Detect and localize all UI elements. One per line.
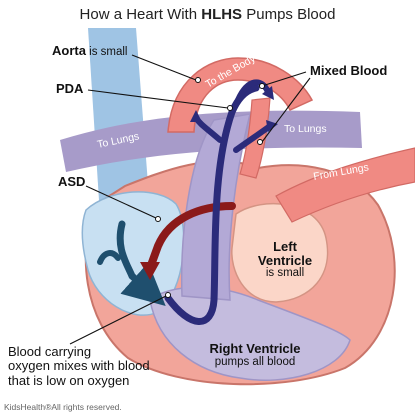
oxygen-poor-flow-2: [97, 250, 121, 265]
oxygen-rich-flow: [146, 202, 236, 272]
blood-note-callout: Blood carrying oxygen mixes with blood t…: [8, 344, 150, 388]
mixed-arrowhead-right: [266, 120, 278, 132]
right-ventricle-note: pumps all blood: [214, 355, 296, 368]
blood-note-line-1: Blood carrying: [8, 344, 92, 359]
title-suffix: Pumps Blood: [242, 6, 336, 23]
left-ventricle-line-1: Left: [273, 239, 297, 254]
left-ventricle-note: is small: [265, 267, 305, 280]
asd-pin: [155, 216, 161, 222]
mixed-blood-callout: Mixed Blood: [310, 63, 388, 78]
mixed-blood-leader-1: [261, 71, 307, 87]
title-emphasis: HLHS: [201, 6, 243, 23]
mixed-blood-to-body: [235, 79, 271, 103]
right-ventricle-label: Right Ventricle pumps all blood: [196, 342, 314, 368]
asd-callout: ASD: [58, 174, 86, 189]
blood-note-line-3: that is low on oxygen: [8, 372, 130, 388]
mixed-arrowhead-left: [190, 110, 202, 122]
credit-line: KidsHealth®All rights reserved.: [4, 402, 122, 413]
pda-pin: [227, 105, 233, 111]
left-ventricle-label: Left Ventricle is small: [254, 240, 316, 279]
mixed-blood-leader-2: [261, 77, 311, 143]
pda-callout: PDA: [56, 81, 84, 96]
mixed-arrowhead-body: [262, 86, 274, 100]
title-prefix: How a Heart With: [79, 6, 202, 23]
aorta-callout: Aorta is small: [52, 44, 127, 58]
left-ventricle-line-2: Ventricle: [257, 252, 313, 268]
blood-note-pin: [165, 292, 171, 298]
label-to-lungs-right: To Lungs: [284, 123, 327, 135]
page-title: How a Heart With HLHS Pumps Blood: [0, 7, 415, 23]
pulmonary-vein: [275, 147, 415, 223]
blood-note-leader: [69, 295, 167, 345]
aorta-callout-bold: Aorta: [52, 43, 86, 58]
mixed-pin-2: [257, 139, 263, 145]
aorta-pin: [195, 77, 201, 83]
blood-note-line-2: oxygen mixes with blood: [8, 358, 150, 374]
oxygen-poor-flow: [116, 220, 166, 306]
aorta-leader: [131, 54, 197, 81]
oxygen-rich-arrowhead: [140, 262, 160, 280]
right-ventricle-name: Right Ventricle: [209, 341, 301, 356]
aortic-arch: [167, 57, 314, 133]
mixed-pin-1: [259, 83, 265, 89]
pda-leader: [87, 89, 229, 109]
aorta-callout-rest: is small: [85, 46, 128, 58]
asd-leader: [85, 185, 157, 219]
vena-cava: [88, 28, 150, 216]
